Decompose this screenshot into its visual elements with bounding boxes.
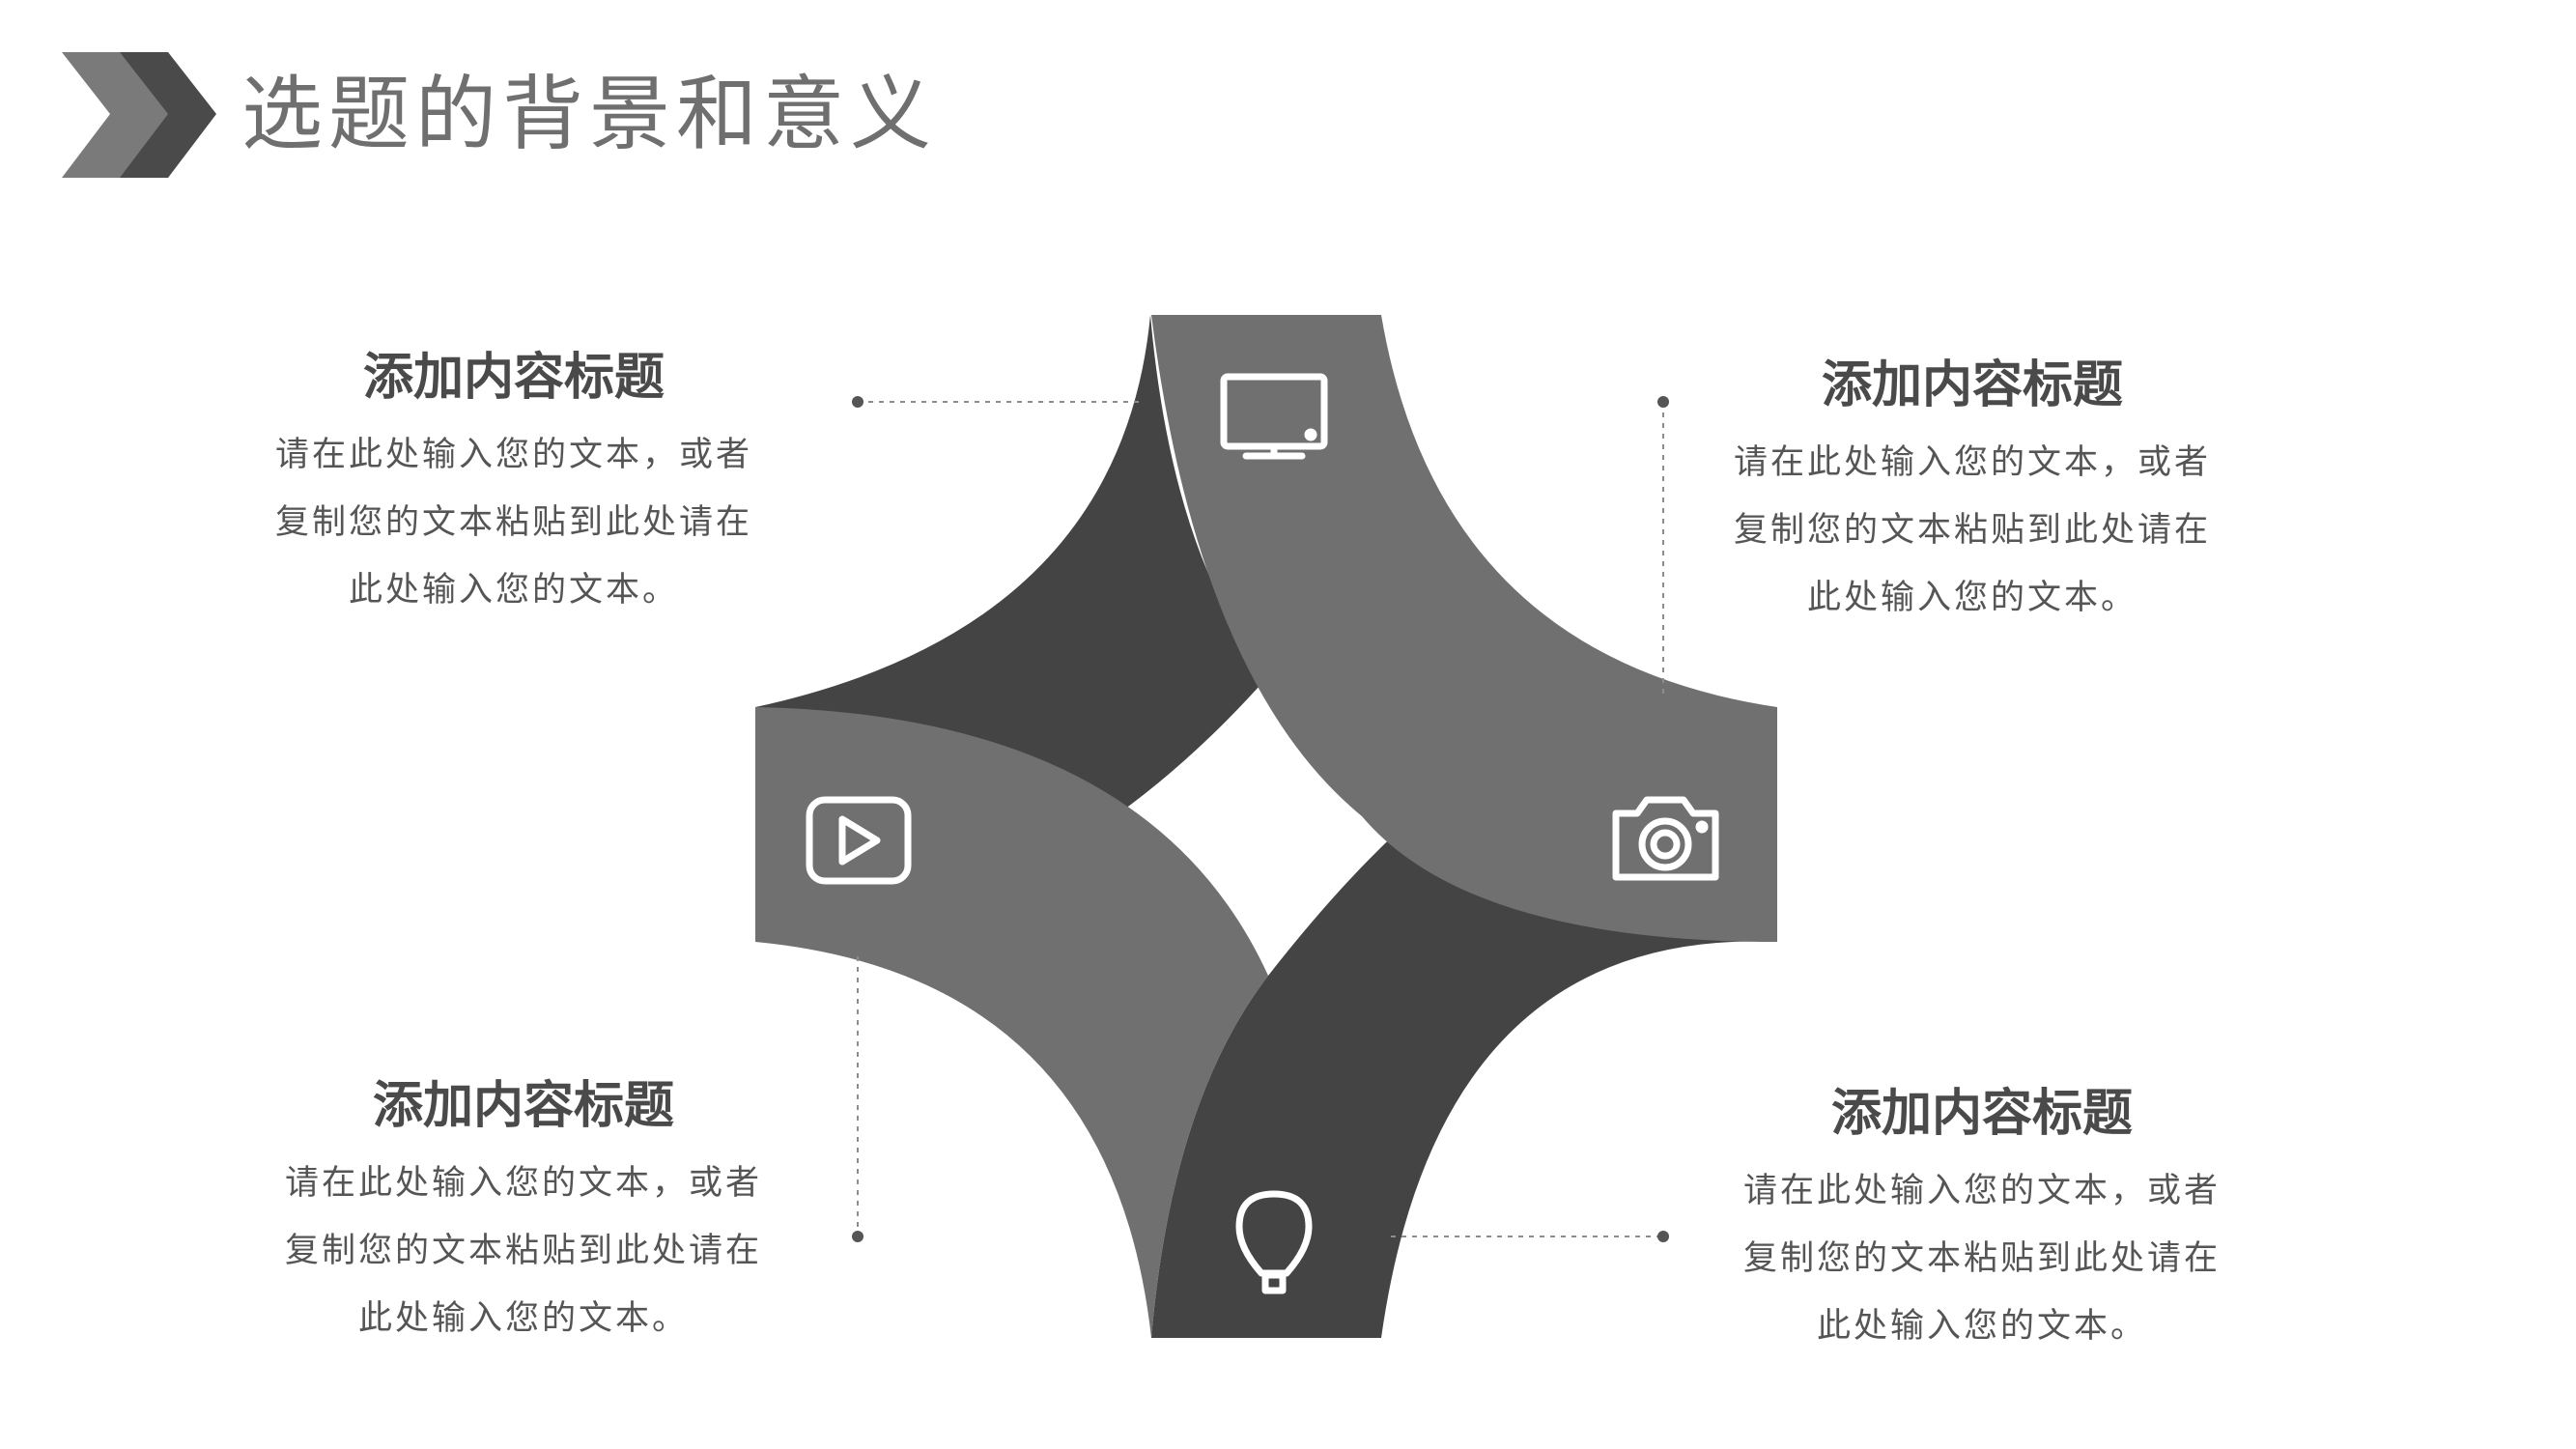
connector-dot <box>1657 1231 1669 1242</box>
page-title: 选题的背景和意义 <box>241 67 938 161</box>
block-body-line: 复制您的文本粘贴到此处请在 <box>1733 511 2211 550</box>
block-body-line: 请在此处输入您的文本，或者 <box>284 1164 762 1203</box>
play-icon <box>806 796 912 885</box>
connector-dot <box>1657 396 1669 408</box>
petal-top-right <box>1151 315 1777 942</box>
block-body-line: 复制您的文本粘贴到此处请在 <box>1742 1239 2221 1278</box>
header-chevron-icon <box>62 52 216 178</box>
block-title: 添加内容标题 <box>1821 356 2123 414</box>
text-block-top-right: 添加内容标题 请在此处输入您的文本，或者 复制您的文本粘贴到此处请在 此处输入您… <box>1712 352 2233 632</box>
block-body-line: 此处输入您的文本。 <box>1816 1307 2147 1346</box>
block-body-line: 复制您的文本粘贴到此处请在 <box>274 503 752 542</box>
text-block-top-left: 添加内容标题 请在此处输入您的文本，或者 复制您的文本粘贴到此处请在 此处输入您… <box>253 344 775 624</box>
text-block-bottom-left: 添加内容标题 请在此处输入您的文本，或者 复制您的文本粘贴到此处请在 此处输入您… <box>263 1072 784 1352</box>
text-block-bottom-right: 添加内容标题 请在此处输入您的文本，或者 复制您的文本粘贴到此处请在 此处输入您… <box>1721 1080 2243 1360</box>
block-body-line: 请在此处输入您的文本，或者 <box>274 436 752 474</box>
connector-dot <box>852 1231 863 1242</box>
block-body: 请在此处输入您的文本，或者 复制您的文本粘贴到此处请在 此处输入您的文本。 <box>1721 1157 2243 1360</box>
block-body: 请在此处输入您的文本，或者 复制您的文本粘贴到此处请在 此处输入您的文本。 <box>263 1150 784 1352</box>
block-title: 添加内容标题 <box>1830 1085 2133 1143</box>
block-body-line: 请在此处输入您的文本，或者 <box>1733 443 2211 482</box>
block-body-line: 此处输入您的文本。 <box>1806 579 2137 617</box>
block-body: 请在此处输入您的文本，或者 复制您的文本粘贴到此处请在 此处输入您的文本。 <box>1712 429 2233 632</box>
lightbulb-icon <box>1235 1190 1313 1294</box>
block-title: 添加内容标题 <box>362 349 665 407</box>
monitor-icon <box>1220 373 1328 460</box>
camera-icon <box>1612 796 1719 881</box>
petal-bottom-left <box>755 707 1268 1338</box>
block-body-line: 复制您的文本粘贴到此处请在 <box>284 1232 762 1270</box>
block-title: 添加内容标题 <box>372 1077 674 1135</box>
connector-dot <box>852 396 863 408</box>
block-body-line: 此处输入您的文本。 <box>348 571 679 610</box>
block-body-line: 请在此处输入您的文本，或者 <box>1742 1172 2221 1210</box>
block-body-line: 此处输入您的文本。 <box>357 1299 689 1338</box>
block-body: 请在此处输入您的文本，或者 复制您的文本粘贴到此处请在 此处输入您的文本。 <box>253 421 775 624</box>
